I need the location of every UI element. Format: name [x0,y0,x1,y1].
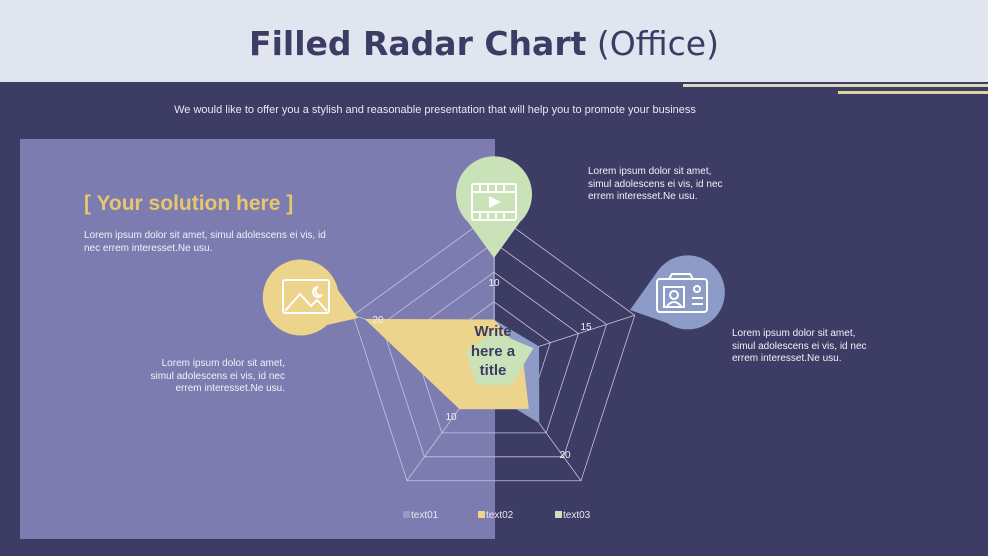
legend-swatch-text03 [555,511,562,518]
tick-label: 10 [488,278,500,289]
center-title-line-2: here a [471,343,516,360]
chart-legend: text01 text02 text03 [403,510,591,521]
callout-left: Lorem ipsum dolor sit amet, simul adoles… [150,358,285,394]
id-card-icon [656,273,708,313]
image-pin [262,259,358,336]
decor-line-1 [683,84,988,87]
center-title-line-3: title [480,362,507,379]
tick-label: 20 [559,450,571,461]
legend-label-text03: text03 [563,510,591,521]
legend-label-text01: text01 [411,510,439,521]
title-bold: Filled Radar Chart [249,24,587,63]
center-title: Write here a title [471,323,516,379]
image-icon [282,279,330,314]
legend-swatch-text02 [478,511,485,518]
id-card-pin [630,255,725,330]
legend-label-text02: text02 [486,510,514,521]
subtitle: We would like to offer you a stylish and… [174,104,696,116]
callout-right: Lorem ipsum dolor sit amet, simul adoles… [732,328,867,364]
grid-ring [352,212,636,482]
header-bar [0,0,988,82]
video-pin [456,156,532,258]
tick-label: 20 [372,315,384,326]
tick-label: 15 [580,322,592,333]
solution-text: Lorem ipsum dolor sit amet, simul adoles… [84,230,326,254]
callout-top-right: Lorem ipsum dolor sit amet, simul adoles… [588,166,723,202]
title-light: (Office) [596,24,719,63]
tick-label: 10 [445,412,457,423]
legend-swatch-text01 [403,511,410,518]
radar-tick-labels: 10 15 20 10 20 [372,278,592,461]
center-title-line-1: Write [474,323,511,340]
video-pin-shape [456,156,532,258]
image-pin-shape [262,259,358,336]
series-area-text03 [465,331,534,385]
radar-areas [364,318,540,424]
video-icon [471,183,517,221]
grid-ring [380,242,608,458]
page-title: Filled Radar Chart (Office) [0,24,968,63]
decor-line-2 [838,91,988,94]
solution-title: [ Your solution here ] [84,192,294,215]
